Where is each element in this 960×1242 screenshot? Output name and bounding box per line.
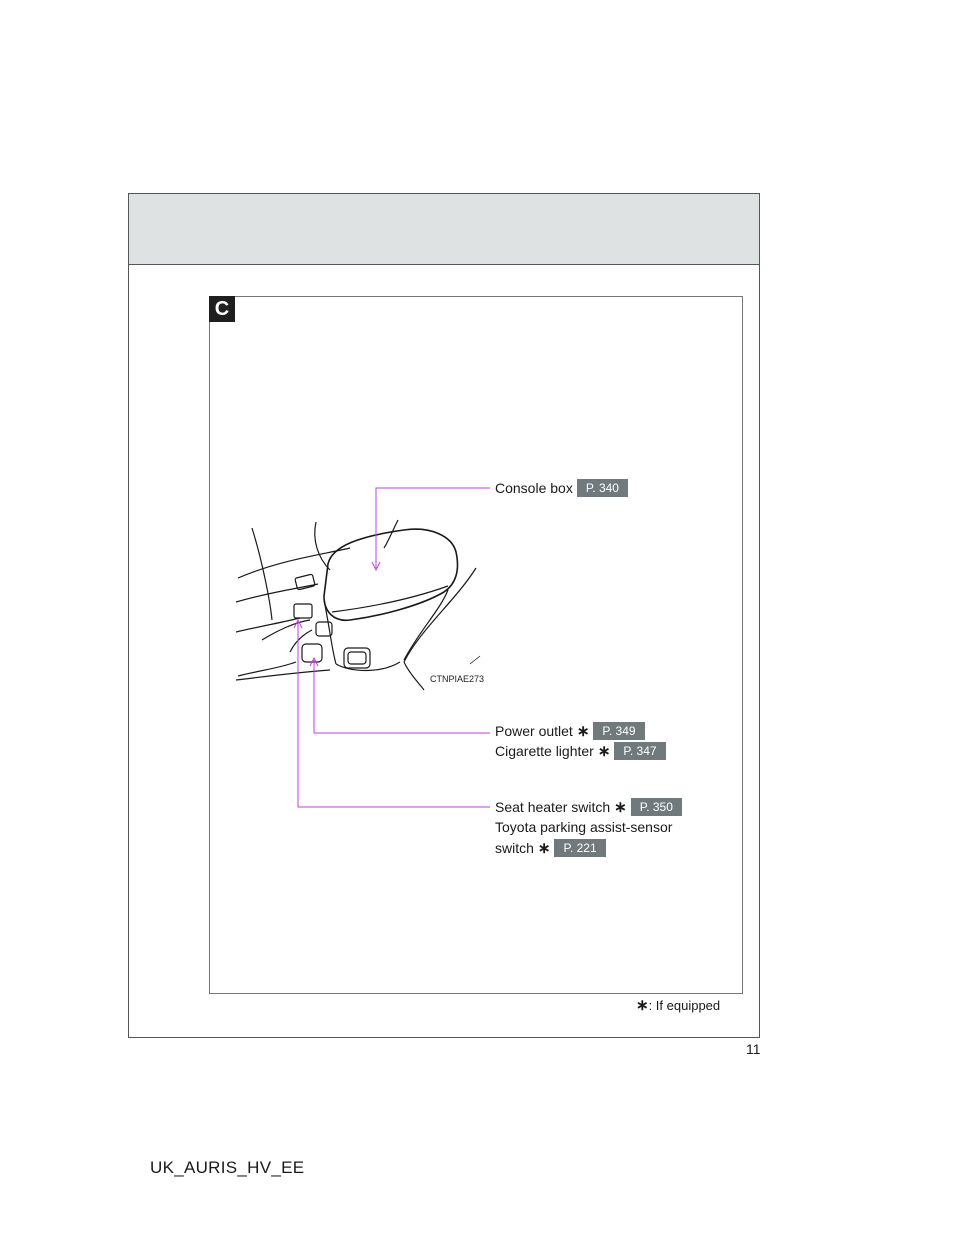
- section-letter-tab: C: [209, 296, 235, 322]
- page-number: 11: [746, 1041, 761, 1057]
- item-label: Console box: [495, 480, 573, 496]
- equipped-mark: ∗: [597, 743, 611, 760]
- equipped-mark: ∗: [576, 723, 590, 740]
- item-label: Toyota parking assist-sensor: [495, 819, 673, 835]
- item-label: Power outlet: [495, 723, 573, 739]
- equipped-mark: ∗: [614, 799, 627, 816]
- page-ref-badge[interactable]: P. 221: [554, 839, 606, 857]
- label-parking-assist-switch: switch ∗ P. 221: [495, 839, 606, 857]
- illustration-panel: [209, 296, 743, 994]
- label-power-outlet: Power outlet ∗ P. 349: [495, 722, 645, 740]
- page-ref-badge[interactable]: P. 340: [576, 479, 628, 497]
- equipped-mark: ∗: [636, 997, 649, 1014]
- label-cigarette-lighter: Cigarette lighter ∗ P. 347: [495, 742, 666, 760]
- footnote-text: : If equipped: [648, 998, 721, 1013]
- label-console-box: Console box P. 340: [495, 479, 628, 497]
- equipped-mark: ∗: [537, 840, 551, 857]
- item-label: switch: [495, 840, 534, 856]
- label-seat-heater-switch: Seat heater switch ∗ P. 350: [495, 798, 682, 816]
- illustration-code: CTNPIAE273: [430, 674, 485, 684]
- item-label: Cigarette lighter: [495, 743, 594, 759]
- header-band: [129, 194, 759, 265]
- page-ref-badge[interactable]: P. 349: [593, 722, 645, 740]
- footnote: ∗: If equipped: [636, 996, 720, 1014]
- label-parking-assist: Toyota parking assist-sensor: [495, 819, 672, 835]
- page-frame: [128, 193, 760, 1038]
- page-ref-badge[interactable]: P. 350: [630, 798, 682, 816]
- page-ref-badge[interactable]: P. 347: [614, 742, 666, 760]
- document-code: UK_AURIS_HV_EE: [150, 1158, 305, 1177]
- item-label: Seat heater switch: [495, 799, 611, 815]
